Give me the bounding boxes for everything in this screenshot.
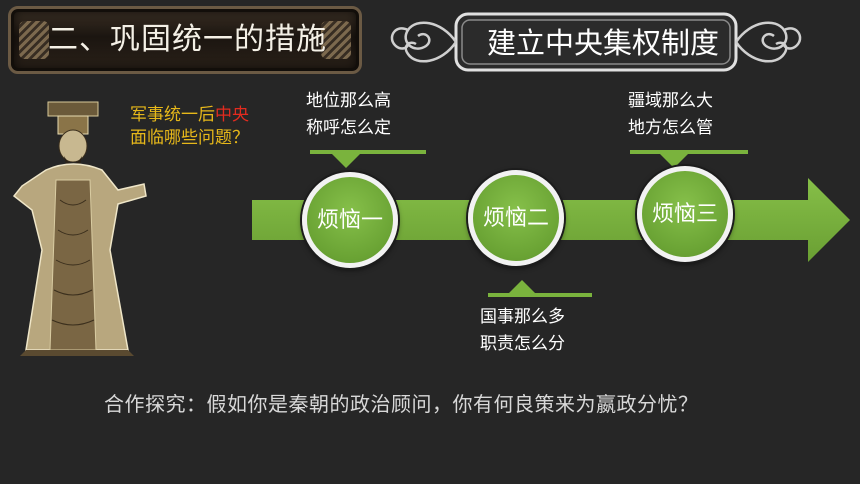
worry3-callout: 疆域那么大 地方怎么管	[628, 88, 713, 142]
worry2-circle[interactable]: 烦恼二	[468, 170, 564, 266]
worry3-line2: 地方怎么管	[628, 118, 713, 138]
worry2-callout: 国事那么多 职责怎么分	[480, 304, 565, 358]
worry1-pointer-icon	[332, 154, 360, 168]
worry1-bar	[310, 150, 426, 154]
question-highlight: 中央	[215, 105, 249, 125]
worry3-circle[interactable]: 烦恼三	[637, 166, 733, 262]
worry2-line2: 职责怎么分	[480, 334, 565, 354]
ornament-left-icon	[19, 21, 49, 59]
worry3-line1: 疆域那么大	[628, 91, 713, 111]
ornament-right-icon	[321, 21, 351, 59]
cloud-banner	[390, 12, 802, 72]
question-text: 军事统一后中央 面临哪些问题？	[130, 104, 290, 150]
question-part1: 军事统一后	[130, 105, 215, 125]
worry1-label: 烦恼一	[316, 208, 383, 233]
worry3-pointer-icon	[660, 154, 688, 168]
worry3-label: 烦恼三	[651, 202, 718, 227]
worry3-bar	[630, 150, 748, 154]
worry1-line1: 地位那么高	[306, 91, 391, 111]
worry2-bar	[488, 293, 592, 297]
worry1-line2: 称呼怎么定	[306, 118, 391, 138]
inquiry-text: 合作探究：假如你是秦朝的政治顾问，你有何良策来为嬴政分忧？	[104, 392, 699, 416]
worry1-callout: 地位那么高 称呼怎么定	[306, 88, 391, 142]
worry2-label: 烦恼二	[482, 206, 549, 231]
worry2-line1: 国事那么多	[480, 307, 565, 327]
slide-title: 二、巩固统一的措施	[48, 22, 327, 57]
title-plate	[8, 6, 362, 74]
worry2-pointer-icon	[508, 280, 536, 294]
banner-text: 建立中央集权制度	[486, 26, 719, 60]
emperor-figure	[12, 101, 147, 356]
question-part3: 面临哪些问题？	[130, 128, 249, 148]
worry1-circle[interactable]: 烦恼一	[302, 172, 398, 268]
